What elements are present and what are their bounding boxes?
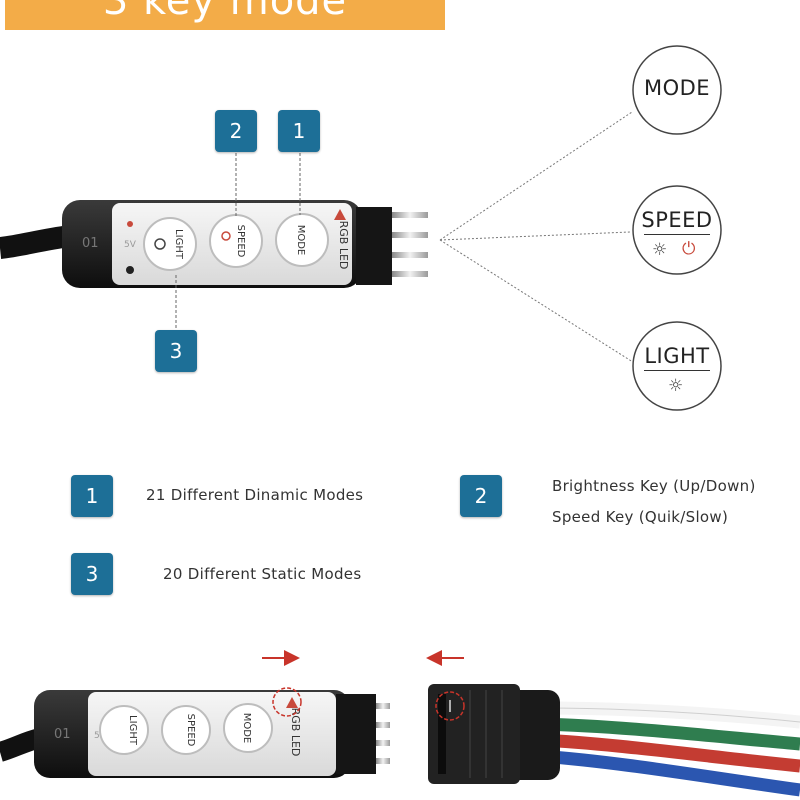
light-circle-label: LIGHT xyxy=(637,344,717,371)
sun-icon: ☼ xyxy=(668,376,684,396)
legend-badge-3: 3 xyxy=(71,553,113,595)
highlight-circle-connector xyxy=(435,691,465,721)
svg-text:RGB LED: RGB LED xyxy=(289,708,302,757)
female-connector-head xyxy=(428,684,520,784)
legend-text-3: 20 Different Static Modes xyxy=(163,565,362,583)
wire-blue xyxy=(539,749,800,797)
mode-circle xyxy=(632,45,722,135)
mode-circle-label: MODE xyxy=(643,76,711,100)
callout-badge-2: 2 xyxy=(215,110,257,152)
svg-text:01: 01 xyxy=(54,727,71,742)
speed-circle-label: SPEED xyxy=(637,208,717,235)
wire-red xyxy=(539,733,800,773)
side-mark-01: 01 xyxy=(82,236,99,251)
highlight-circle-controller xyxy=(272,687,302,717)
wire-green xyxy=(539,717,800,751)
svg-text:SPEED: SPEED xyxy=(185,714,196,747)
brightness-icon: ☼ xyxy=(652,240,668,260)
power-icon: ⏻ xyxy=(682,239,696,259)
mode-button-label: MODE xyxy=(295,225,306,256)
light-button-label: LIGHT xyxy=(173,229,184,260)
light-circle xyxy=(632,321,722,411)
callout-badge-1: 1 xyxy=(278,110,320,152)
bottom-controller-panel xyxy=(88,692,336,776)
legend-text-2a: Brightness Key (Up/Down) xyxy=(552,477,756,495)
legend-badge-2: 2 xyxy=(460,475,502,517)
speed-circle xyxy=(632,185,722,275)
light-button xyxy=(143,217,197,271)
warning-triangle-icon xyxy=(334,209,346,220)
legend-text-1: 21 Different Dinamic Modes xyxy=(146,486,364,504)
legend-text-2b: Speed Key (Quik/Slow) xyxy=(552,508,729,526)
mode-button xyxy=(275,213,329,267)
svg-text:LIGHT: LIGHT xyxy=(127,715,138,746)
title-text: 3 key mode xyxy=(102,0,348,24)
callout-badge-3: 3 xyxy=(155,330,197,372)
legend-badge-1: 1 xyxy=(71,475,113,517)
svg-text:MODE: MODE xyxy=(241,713,252,744)
brand-label: RGB LED xyxy=(337,221,350,270)
title-banner: 3 key mode xyxy=(5,0,445,30)
speed-button-label: SPEED xyxy=(235,225,246,258)
top-connector-head xyxy=(356,207,392,285)
side-mark-5v: 5V xyxy=(124,240,137,250)
top-cable xyxy=(0,225,72,259)
